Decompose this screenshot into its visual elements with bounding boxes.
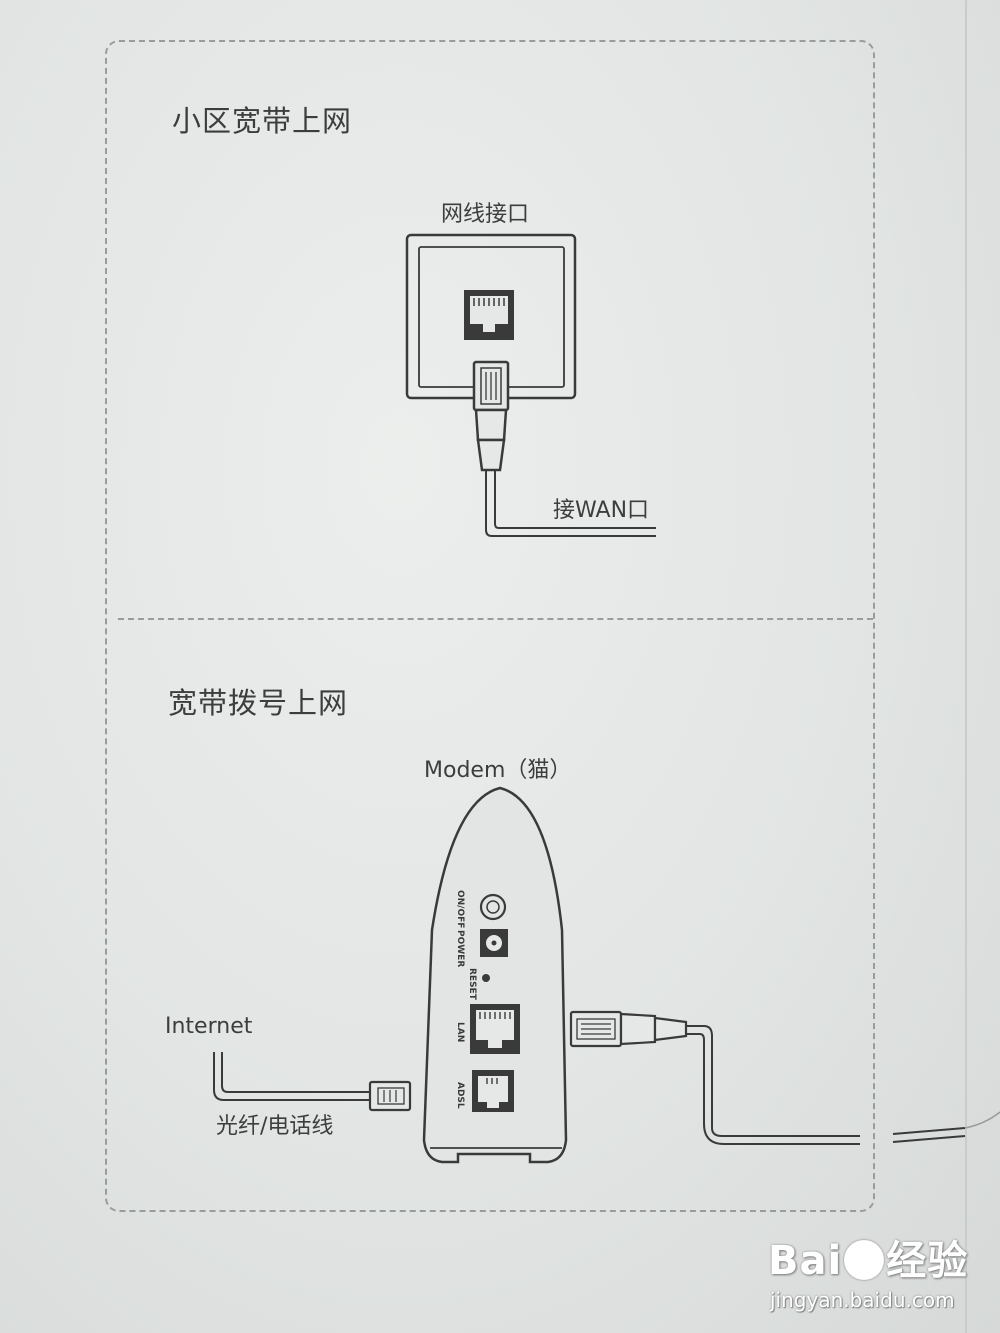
phone-line-cable: [213, 1052, 370, 1101]
ethernet-plug-right-icon: [569, 1010, 688, 1048]
modem-label-reset: RESET: [467, 968, 477, 1001]
ethernet-cable-right: [686, 1025, 860, 1137]
lan-port-icon: [470, 1004, 520, 1054]
reset-hole-icon: [482, 974, 490, 982]
section-title-dialup: 宽带拨号上网: [168, 686, 349, 720]
modem-label-onoff: ON/OFF: [455, 890, 465, 928]
rj45-socket-icon: [464, 290, 514, 340]
power-switch-icon: [479, 893, 507, 921]
internet-label: Internet: [165, 1014, 253, 1039]
line-label: 光纤/电话线: [216, 1114, 334, 1139]
dashed-frame: [105, 40, 875, 1212]
page-edge: [965, 0, 967, 1333]
adsl-port-icon: [472, 1070, 514, 1112]
power-jack-icon: [480, 929, 508, 957]
watermark-url: jingyan.baidu.com: [770, 1288, 955, 1312]
modem-label-lan: LAN: [455, 1022, 465, 1042]
wan-port-label: 接WAN口: [553, 498, 650, 523]
section-title-community: 小区宽带上网: [172, 104, 353, 138]
modem-body: [422, 786, 568, 1164]
ethernet-plug-icon: [472, 360, 510, 472]
ethernet-cable: [485, 470, 656, 537]
modem-label: Modem（猫）: [424, 758, 572, 783]
modem-label-power: POWER: [455, 930, 465, 967]
modem-label-adsl: ADSL: [455, 1082, 465, 1109]
rj11-plug-icon: [368, 1080, 412, 1112]
section-divider: [118, 618, 873, 620]
network-port-label: 网线接口: [441, 202, 530, 227]
